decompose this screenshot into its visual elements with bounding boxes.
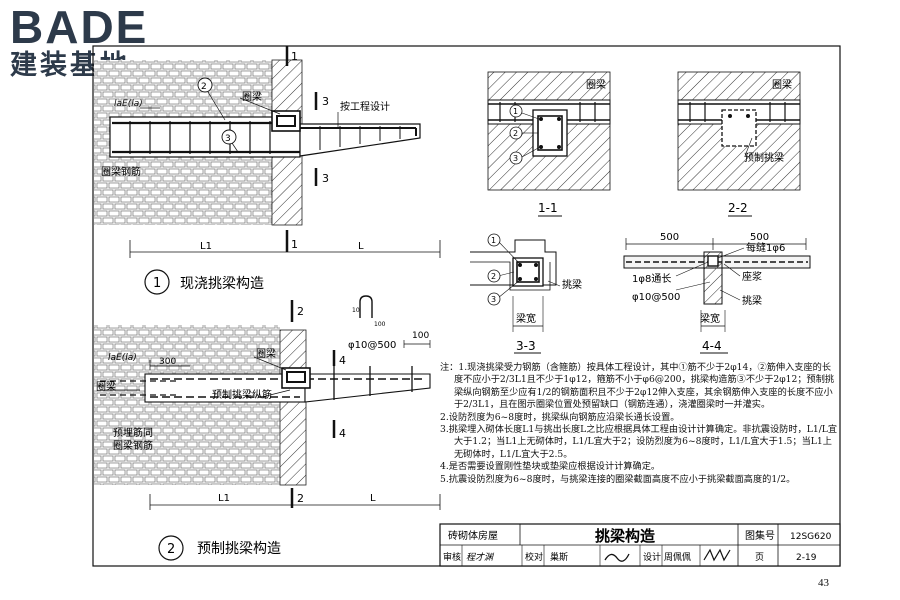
fig2-anchor-length: laE(la) (108, 353, 137, 363)
sec11-label: 1-1 (538, 201, 558, 215)
fig2-section-4-bottom: 4 (339, 427, 346, 440)
titleblock-reviewer: 程才渊 (466, 552, 495, 563)
sec11-callout-3: 3 (513, 154, 518, 163)
note-2: 2.设防烈度为6~8度时，挑梁纵向钢筋应沿梁长通长设置。 (440, 411, 680, 423)
section-1-1: 1 2 3 圈梁 1-1 (487, 71, 611, 217)
title-block: 砖砌体房屋 挑梁构造 图集号 12SG620 审核 程才渊 校对 巢斯 设计 周… (439, 523, 841, 567)
sec33-width: 梁宽 (516, 312, 536, 325)
titleblock-review: 审核 (443, 551, 461, 563)
fig2-dim-300: 300 (159, 357, 176, 367)
sec22-precast: 预制挑梁 (744, 151, 784, 164)
sec44-per-joint: 每缝1φ6 (746, 241, 785, 254)
sec33-beam: 挑梁 (562, 278, 582, 291)
section-4-4: 500 500 每缝1φ6 1φ8通长 座浆 φ10@500 挑梁 梁宽 4-4 (623, 232, 811, 354)
fig1-dim-l1: L1 (200, 241, 212, 252)
fig1-ring-rebar-label: 圈梁钢筋 (101, 165, 141, 178)
fig1-callout-2: 2 (201, 82, 207, 92)
sec44-label: 4-4 (702, 339, 722, 353)
sec44-dim-500a: 500 (660, 232, 679, 243)
fig2-hook-100: 100 (374, 321, 386, 328)
sec44-dim-500b: 500 (750, 232, 769, 243)
fig1-callout-3: 3 (225, 134, 231, 144)
fig2-ring-beam-label: 圈梁 (256, 347, 276, 360)
notes-head: 注： (440, 362, 459, 373)
sec33-callout-1: 1 (491, 236, 496, 245)
fig2-column-hatch (279, 329, 307, 486)
fig1-design-label: 按工程设计 (340, 100, 390, 113)
fig2-ring-beam-left-label: 圈梁 (96, 380, 116, 393)
fig2-hook-10: 10 (352, 307, 360, 314)
fig1-ring-beam-label: 圈梁 (242, 90, 262, 103)
fig2-circle-number: 2 (167, 542, 175, 557)
fig2-embed-label-1: 预埋筋同 (113, 426, 153, 439)
fig1-dim-l: L (358, 241, 364, 252)
sec11-callout-2: 2 (513, 129, 518, 138)
fig2-dim-l: L (370, 493, 376, 504)
fig1-labels: 2 3 laE(la) 圈梁 按工程设计 圈梁钢筋 1 1 3 3 L1 L 1… (101, 50, 390, 292)
fig1-anchor-length: laE(la) (114, 99, 143, 109)
titleblock-atlas-no: 12SG620 (790, 532, 832, 542)
fig2-title: 预制挑梁构造 (197, 541, 281, 557)
note-5: 5.抗震设防烈度为6~8度时，与挑梁连接的圈梁截面高度不应小于挑梁截面高度的1/… (440, 473, 796, 485)
fig2-embed-label-2: 圈梁钢筋 (113, 439, 153, 452)
titleblock-design: 设计 (643, 551, 661, 563)
sec22-ring-beam: 圈梁 (772, 78, 792, 91)
titleblock-check: 校对 (525, 551, 543, 563)
sec33-callout-2: 2 (491, 272, 496, 281)
fig1-section-3-top: 3 (322, 95, 329, 108)
section-3-3: 1 2 3 挑梁 梁宽 3-3 (470, 233, 582, 354)
titleblock-category: 砖砌体房屋 (448, 529, 498, 542)
fig2-rebar-spec: φ10@500 (348, 340, 396, 351)
sec33-label: 3-3 (516, 339, 536, 353)
titleblock-designer: 周佩佩 (664, 551, 691, 563)
fig1-section-1-top: 1 (291, 50, 298, 63)
fig2-drawing (94, 295, 441, 561)
section-2-2: 圈梁 预制挑梁 2-2 (677, 71, 801, 217)
fig1-drawing (94, 46, 441, 295)
fig1-circle-number: 1 (153, 276, 161, 291)
sec44-long-bar: 1φ8通长 (632, 273, 671, 285)
fig2-section-2-bottom: 2 (297, 492, 304, 505)
note-4: 4.是否需要设置刚性垫块或垫梁应根据设计计算确定。 (440, 461, 661, 473)
fig2-dim-l1: L1 (218, 493, 230, 504)
sec44-mortar: 座浆 (742, 270, 762, 283)
titleblock-page-no: 2-19 (796, 553, 817, 563)
sec44-width: 梁宽 (700, 312, 720, 325)
sec33-callout-3: 3 (491, 295, 496, 304)
sec44-beam: 挑梁 (742, 294, 762, 307)
titleblock-checker: 巢斯 (550, 551, 568, 563)
note-1-text: 1.现浇挑梁受力钢筋（含箍筋）按具体工程设计，其中①筋不少于2φ14，②筋伸入支… (454, 362, 835, 411)
sec11-ring-beam: 圈梁 (586, 78, 606, 91)
fig2-precast-rebar-label: 预制挑梁纵筋 (212, 388, 272, 401)
logo-brand: BADE (10, 1, 149, 53)
fig2-brick-wall (94, 325, 280, 485)
fig1-section-3-bottom: 3 (322, 172, 329, 185)
sec44-stirrup: φ10@500 (632, 292, 680, 303)
fig2-labels: laE(la) 300 圈梁 圈梁 预制挑梁纵筋 预埋筋同 圈梁钢筋 φ10@5… (96, 305, 429, 557)
titleblock-title: 挑梁构造 (595, 527, 655, 545)
sec11-callout-1: 1 (513, 107, 518, 116)
general-notes: 注：1.现浇挑梁受力钢筋（含箍筋）按具体工程设计，其中①筋不少于2φ14，②筋伸… (440, 362, 840, 486)
fig1-section-1-bottom: 1 (291, 238, 298, 251)
fig2-section-2-top: 2 (297, 305, 304, 318)
note-3: 3.挑梁埋入砌体长度L1与挑出长度L之比应根据具体工程由设计计算确定。非抗震设防… (440, 424, 838, 460)
sec22-label: 2-2 (728, 201, 748, 215)
note-1: 注：1.现浇挑梁受力钢筋（含箍筋）按具体工程设计，其中①筋不少于2φ14，②筋伸… (440, 362, 840, 412)
titleblock-page-label: 页 (755, 552, 764, 563)
fig2-dim-100: 100 (412, 331, 429, 341)
titleblock-atlas-label: 图集号 (745, 529, 775, 542)
fig2-section-4-top: 4 (339, 354, 346, 367)
fig1-title: 现浇挑梁构造 (180, 276, 264, 292)
page-number: 43 (818, 577, 829, 589)
